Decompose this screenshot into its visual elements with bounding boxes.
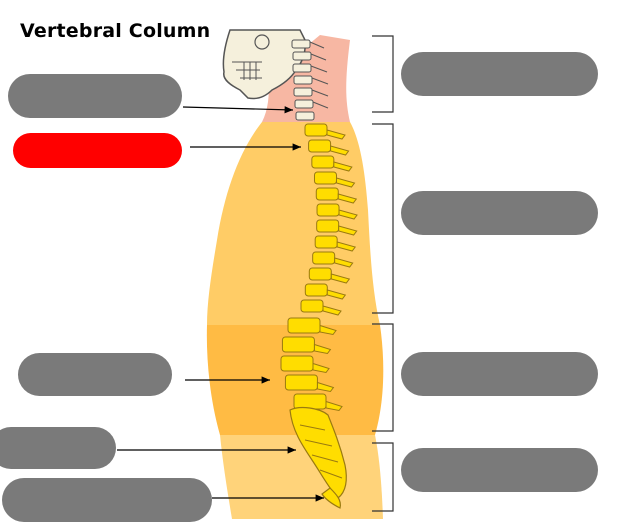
thoracic-bracket	[372, 123, 394, 314]
pelvis-region	[220, 435, 383, 519]
vertebra	[287, 317, 321, 334]
vertebra	[313, 171, 337, 185]
vertebra	[304, 123, 328, 137]
spinous-process	[326, 289, 347, 300]
spinous-process	[325, 400, 343, 412]
label-box-coccyx[interactable]	[2, 478, 212, 522]
cervical-vertebrae	[291, 39, 329, 121]
spinous-process	[336, 241, 357, 252]
lumbar-bracket	[372, 323, 394, 432]
label-box-lumbar[interactable]	[18, 353, 172, 396]
spinous-process	[338, 225, 358, 236]
spinous-process	[338, 209, 358, 220]
spinous-process	[333, 161, 353, 172]
label-box-thoracic-region[interactable]	[401, 191, 598, 235]
label-box-cervical[interactable]	[8, 74, 182, 118]
spinous-process	[316, 381, 335, 393]
label-box-lumbar-region[interactable]	[401, 352, 598, 396]
spinous-process	[330, 273, 351, 284]
pelvic-bracket	[372, 442, 394, 512]
spinous-process	[337, 193, 358, 204]
diagram-title: Vertebral Column	[20, 20, 211, 42]
arrow-cervical	[182, 106, 294, 114]
vertebra	[280, 355, 314, 372]
pointer-arrows	[117, 106, 324, 502]
vertebra	[312, 251, 336, 265]
cervical-bracket	[372, 35, 394, 113]
vertebra	[314, 235, 338, 249]
vertebra	[316, 203, 340, 217]
spinous-process	[330, 145, 350, 156]
vertebra	[300, 299, 324, 313]
skull	[222, 29, 306, 100]
vertebra	[315, 187, 339, 201]
label-box-thoracic-active[interactable]	[13, 133, 182, 168]
upper-body-region	[207, 122, 380, 325]
vertebra	[304, 283, 328, 297]
thoracic-vertebrae	[300, 123, 358, 316]
spinous-process	[326, 129, 346, 140]
spinous-process	[322, 305, 342, 316]
vertebra	[284, 374, 318, 391]
vertebra	[281, 336, 315, 353]
label-box-pelvic-region[interactable]	[401, 448, 598, 492]
vertebra	[308, 139, 332, 153]
spinous-process	[319, 324, 337, 336]
vertebra	[308, 267, 332, 281]
label-box-sacrum[interactable]	[0, 427, 116, 469]
sacrum	[289, 406, 347, 499]
spinous-process	[334, 257, 354, 268]
label-box-cervical-region[interactable]	[401, 52, 598, 96]
spinous-process	[313, 343, 332, 355]
region-brackets	[372, 35, 394, 512]
vertebra	[316, 219, 340, 233]
vertebra	[293, 393, 327, 410]
spinous-process	[312, 362, 330, 374]
spinous-process	[335, 177, 356, 188]
vertebra	[311, 155, 335, 169]
coccyx	[321, 487, 341, 509]
